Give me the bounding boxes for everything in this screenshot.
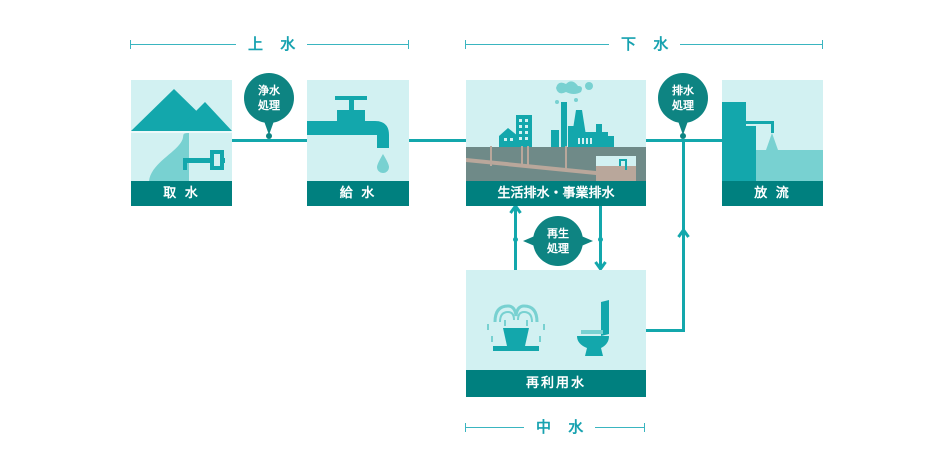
pipe-supply-drainage xyxy=(409,139,466,142)
bubble-regeneration: 再生 処理 xyxy=(533,216,583,266)
node-supply-label: 給 水 xyxy=(307,181,409,206)
node-drainage: 生活排水・事業排水 xyxy=(466,80,646,206)
pipe-reuse-to-wastewater-horizontal xyxy=(646,329,685,332)
bubble-purification-line2: 処理 xyxy=(258,99,280,112)
arrow-up-icon xyxy=(509,204,522,214)
middle-water-label: 中 水 xyxy=(524,417,596,437)
bubble-pointer-right xyxy=(579,235,593,247)
faucet-icon xyxy=(307,96,389,173)
arrow-up-icon xyxy=(677,228,690,238)
node-intake-label: 取 水 xyxy=(131,181,232,206)
arrow-down-icon xyxy=(594,261,607,271)
bubble-purification: 浄水 処理 xyxy=(244,73,294,123)
bubble-wastewater: 排水 処理 xyxy=(658,73,708,123)
upper-water-label: 上 水 xyxy=(236,34,308,54)
node-reuse: 再利用水 xyxy=(466,270,646,397)
bubble-regeneration-line1: 再生 xyxy=(547,227,569,240)
pipe-reuse-to-wastewater-vertical xyxy=(682,141,685,331)
bubble-purification-line1: 浄水 xyxy=(258,84,280,97)
bubble-pointer-left xyxy=(523,235,537,247)
node-drainage-label: 生活排水・事業排水 xyxy=(466,181,646,206)
junction-dot xyxy=(598,237,603,242)
pipe-intake-supply xyxy=(232,139,308,142)
bubble-pointer xyxy=(264,121,274,139)
bubble-regeneration-line2: 処理 xyxy=(547,242,569,255)
bubble-wastewater-line2: 処理 xyxy=(672,99,694,112)
junction-dot xyxy=(513,237,518,242)
city-factory-icon xyxy=(466,81,646,181)
bubble-wastewater-line1: 排水 xyxy=(672,84,694,97)
outflow-icon xyxy=(722,102,823,181)
pipe-drainage-discharge xyxy=(646,139,722,142)
lower-water-label: 下 水 xyxy=(609,34,681,54)
node-discharge-label: 放 流 xyxy=(722,181,823,206)
node-discharge: 放 流 xyxy=(722,80,823,206)
node-intake: 取 水 xyxy=(131,80,232,206)
node-supply: 給 水 xyxy=(307,80,409,206)
toilet-icon xyxy=(577,300,609,356)
fountain-icon xyxy=(487,304,545,351)
node-reuse-label: 再利用水 xyxy=(466,370,646,397)
bubble-pointer xyxy=(678,121,688,139)
mountain-river-icon xyxy=(131,89,232,181)
